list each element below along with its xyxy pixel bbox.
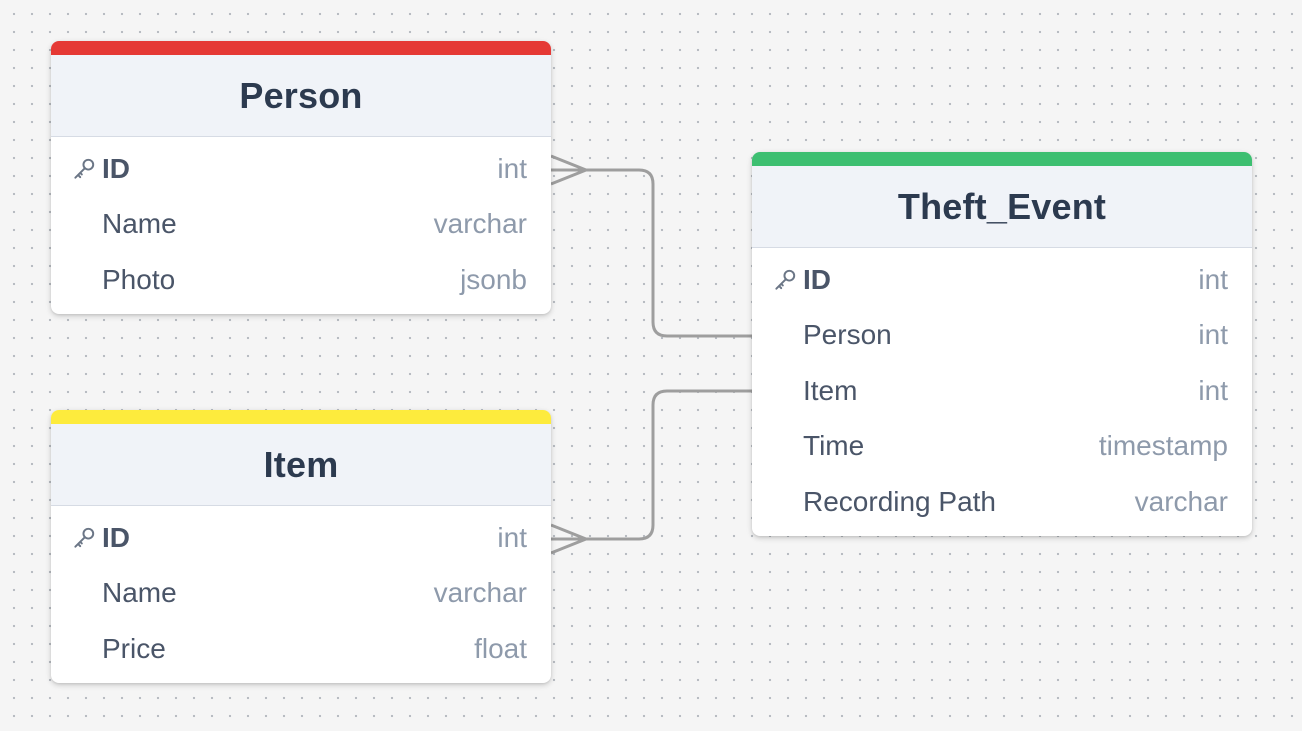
field-row[interactable]: Time timestamp	[752, 419, 1252, 475]
key-icon	[775, 269, 796, 290]
field-type: timestamp	[1098, 430, 1228, 462]
field-row[interactable]: ID int	[51, 141, 551, 197]
field-type: float	[474, 632, 527, 664]
key-icon	[74, 158, 95, 179]
field-name: Price	[102, 632, 166, 664]
table-header[interactable]: Item	[51, 424, 551, 506]
field-name: Item	[803, 374, 858, 406]
field-type: int	[1198, 263, 1228, 295]
field-name: ID	[102, 521, 130, 553]
field-name: Person	[803, 319, 892, 351]
table-item[interactable]: Item ID int Name varchar Price float	[51, 410, 551, 683]
field-row[interactable]: Photo jsonb	[51, 252, 551, 308]
table-fields: ID int Person int Item int Time timestam…	[752, 248, 1252, 536]
table-title: Item	[263, 443, 339, 485]
field-row[interactable]: Name varchar	[51, 197, 551, 253]
field-row[interactable]: ID int	[752, 252, 1252, 308]
table-person[interactable]: Person ID int Name varchar Photo jsonb	[51, 41, 551, 314]
connector-item-theft-event[interactable]	[551, 389, 752, 541]
field-name: ID	[803, 263, 831, 295]
field-row[interactable]: Price float	[51, 621, 551, 677]
field-type: int	[497, 521, 527, 553]
table-fields: ID int Name varchar Price float	[51, 506, 551, 683]
crows-foot-item	[550, 523, 591, 555]
field-name: Name	[102, 577, 177, 609]
table-theft-event[interactable]: Theft_Event ID int Person int Item int T…	[752, 152, 1252, 536]
field-row[interactable]: Item int	[752, 363, 1252, 419]
table-accent-bar	[51, 410, 551, 424]
field-type: jsonb	[460, 263, 527, 295]
crows-foot-person	[550, 154, 591, 186]
field-type: varchar	[1134, 485, 1228, 517]
field-name: Photo	[102, 263, 176, 295]
connector-person-theft-event[interactable]	[551, 168, 752, 338]
table-title: Theft_Event	[897, 185, 1107, 227]
field-name: Recording Path	[803, 485, 997, 517]
table-accent-bar	[51, 41, 551, 55]
table-header[interactable]: Person	[51, 55, 551, 137]
table-header[interactable]: Theft_Event	[752, 166, 1252, 248]
field-type: int	[1198, 319, 1228, 351]
table-fields: ID int Name varchar Photo jsonb	[51, 137, 551, 314]
key-icon	[74, 527, 95, 548]
field-row[interactable]: Name varchar	[51, 566, 551, 622]
field-row[interactable]: Recording Path varchar	[752, 474, 1252, 530]
field-name: Time	[803, 430, 865, 462]
field-type: varchar	[433, 577, 527, 609]
field-name: Name	[102, 208, 177, 240]
table-accent-bar	[752, 152, 1252, 166]
field-type: int	[497, 152, 527, 184]
table-title: Person	[239, 74, 363, 116]
field-row[interactable]: Person int	[752, 308, 1252, 364]
field-type: varchar	[433, 208, 527, 240]
field-row[interactable]: ID int	[51, 510, 551, 566]
field-type: int	[1198, 374, 1228, 406]
field-name: ID	[102, 152, 130, 184]
